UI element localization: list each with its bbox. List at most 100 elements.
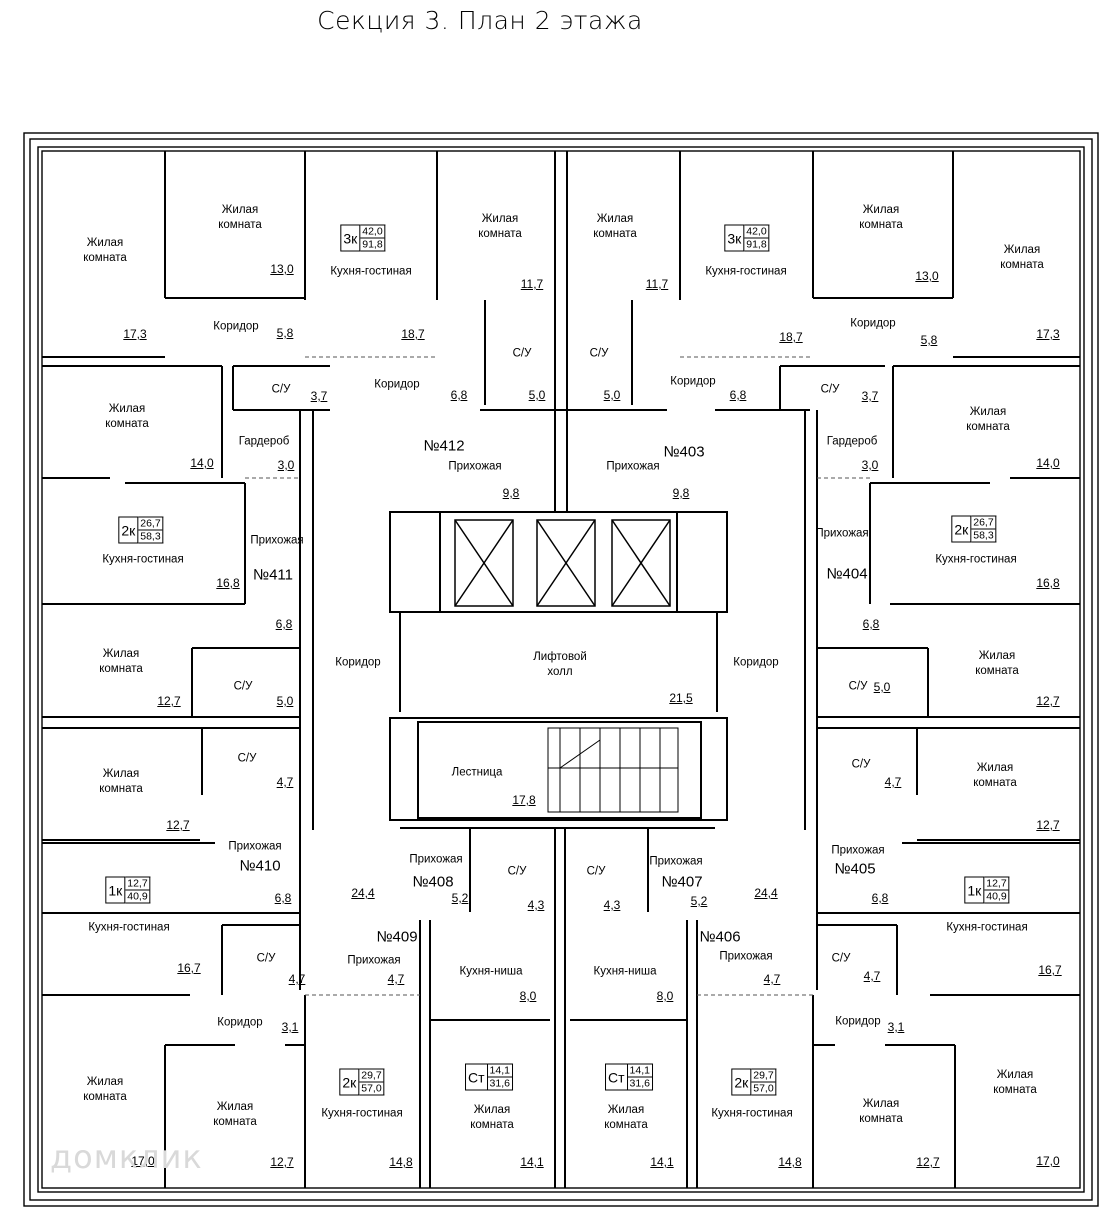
room-area: 14,0 (190, 456, 214, 470)
room-area: 9,8 (672, 486, 690, 500)
room-area: 4,7 (288, 972, 306, 986)
room-label: Кухня-ниша (593, 965, 657, 978)
apartment-number: №412 (423, 437, 465, 455)
room-area: 12,7 (916, 1155, 940, 1169)
room-area: 11,7 (520, 277, 544, 291)
room-label: Жилая комната (99, 648, 143, 675)
room-area: 12,7 (270, 1155, 294, 1169)
room-label: С/У (586, 865, 606, 878)
room-label: С/У (256, 952, 276, 965)
room-area: 17,3 (123, 327, 147, 341)
room-label: Кухня-гостиная (330, 265, 412, 278)
room-label: Прихожая (815, 527, 869, 540)
room-area: 5,0 (528, 388, 546, 402)
room-area: 24,4 (754, 886, 778, 900)
room-area: 12,7 (1036, 818, 1060, 832)
room-label: Коридор (217, 1016, 263, 1029)
watermark-logo: домклик (50, 1138, 203, 1176)
room-area: 16,8 (1036, 576, 1060, 590)
room-label: Кухня-гостиная (102, 553, 184, 566)
room-label: Кухня-гостиная (321, 1107, 403, 1120)
badge-total-area: 57,0 (361, 1082, 382, 1095)
badge-total-area: 57,0 (753, 1082, 774, 1095)
badge-type: 3к (724, 224, 745, 252)
room-label: С/У (851, 758, 871, 771)
room-label: Жилая комната (478, 213, 522, 240)
room-label: Гардероб (238, 435, 290, 448)
room-label: Лифтовой холл (533, 651, 587, 678)
room-area: 18,7 (779, 330, 803, 344)
room-label: Прихожая (719, 950, 773, 963)
room-area: 12,7 (157, 694, 181, 708)
apartment-number: №405 (834, 860, 876, 878)
badge-total-area: 58,3 (973, 529, 994, 542)
room-area: 12,7 (1036, 694, 1060, 708)
room-area: 14,1 (520, 1155, 544, 1169)
room-area: 17,0 (131, 1154, 155, 1168)
room-area: 5,2 (690, 894, 708, 908)
room-area: 6,8 (275, 617, 293, 631)
room-area: 24,4 (351, 886, 375, 900)
room-label: Жилая комната (218, 204, 262, 231)
room-label: С/У (271, 383, 291, 396)
room-area: 5,8 (276, 326, 294, 340)
room-area: 13,0 (915, 269, 939, 283)
badge-living-area: 12,7 (984, 877, 1009, 891)
room-area: 14,0 (1036, 456, 1060, 470)
room-label: Жилая комната (470, 1104, 514, 1131)
room-area: 5,2 (451, 891, 469, 905)
apartment-number: №409 (376, 928, 418, 946)
apartment-number: №404 (826, 565, 868, 583)
badge-total-area: 40,9 (127, 890, 148, 903)
badge-living-area: 14,1 (487, 1064, 512, 1078)
room-label: Прихожая (831, 844, 885, 857)
room-label: Жилая комната (105, 403, 149, 430)
room-area: 17,3 (1036, 327, 1060, 341)
apartment-number: №407 (661, 873, 703, 891)
room-area: 17,0 (1036, 1154, 1060, 1168)
room-label: Прихожая (228, 840, 282, 853)
room-label: Кухня-гостиная (946, 921, 1028, 934)
room-label: Коридор (850, 317, 896, 330)
room-area: 17,8 (512, 793, 536, 807)
room-label: С/У (831, 952, 851, 965)
badge-type: 2к (339, 1068, 360, 1096)
room-area: 5,0 (873, 680, 891, 694)
room-label: Коридор (733, 656, 779, 669)
badge-living-area: 14,1 (627, 1064, 652, 1078)
badge-type: 2к (118, 516, 139, 544)
room-area: 3,1 (887, 1020, 905, 1034)
room-area: 6,8 (729, 388, 747, 402)
room-area: 13,0 (270, 262, 294, 276)
room-area: 6,8 (871, 891, 889, 905)
room-label: С/У (589, 347, 609, 360)
room-area: 11,7 (645, 277, 669, 291)
room-area: 5,8 (920, 333, 938, 347)
badge-type: 1к (964, 876, 985, 904)
room-label: Жилая комната (83, 1076, 127, 1103)
room-area: 21,5 (669, 691, 693, 705)
room-area: 16,8 (216, 576, 240, 590)
room-area: 16,7 (1038, 963, 1062, 977)
badge-type: Ст (465, 1063, 488, 1091)
apartment-number: №411 (252, 566, 294, 584)
badge-living-area: 26,7 (971, 516, 996, 530)
room-area: 3,1 (281, 1020, 299, 1034)
room-label: Прихожая (347, 954, 401, 967)
room-label: Кухня-гостиная (935, 553, 1017, 566)
room-label: С/У (507, 865, 527, 878)
room-label: Прихожая (409, 853, 463, 866)
room-label: Коридор (213, 320, 259, 333)
apartment-number: №406 (699, 928, 741, 946)
room-label: Прихожая (649, 855, 703, 868)
room-label: Лестница (451, 766, 503, 779)
apartment-number: №408 (412, 873, 454, 891)
room-label: Прихожая (448, 460, 502, 473)
